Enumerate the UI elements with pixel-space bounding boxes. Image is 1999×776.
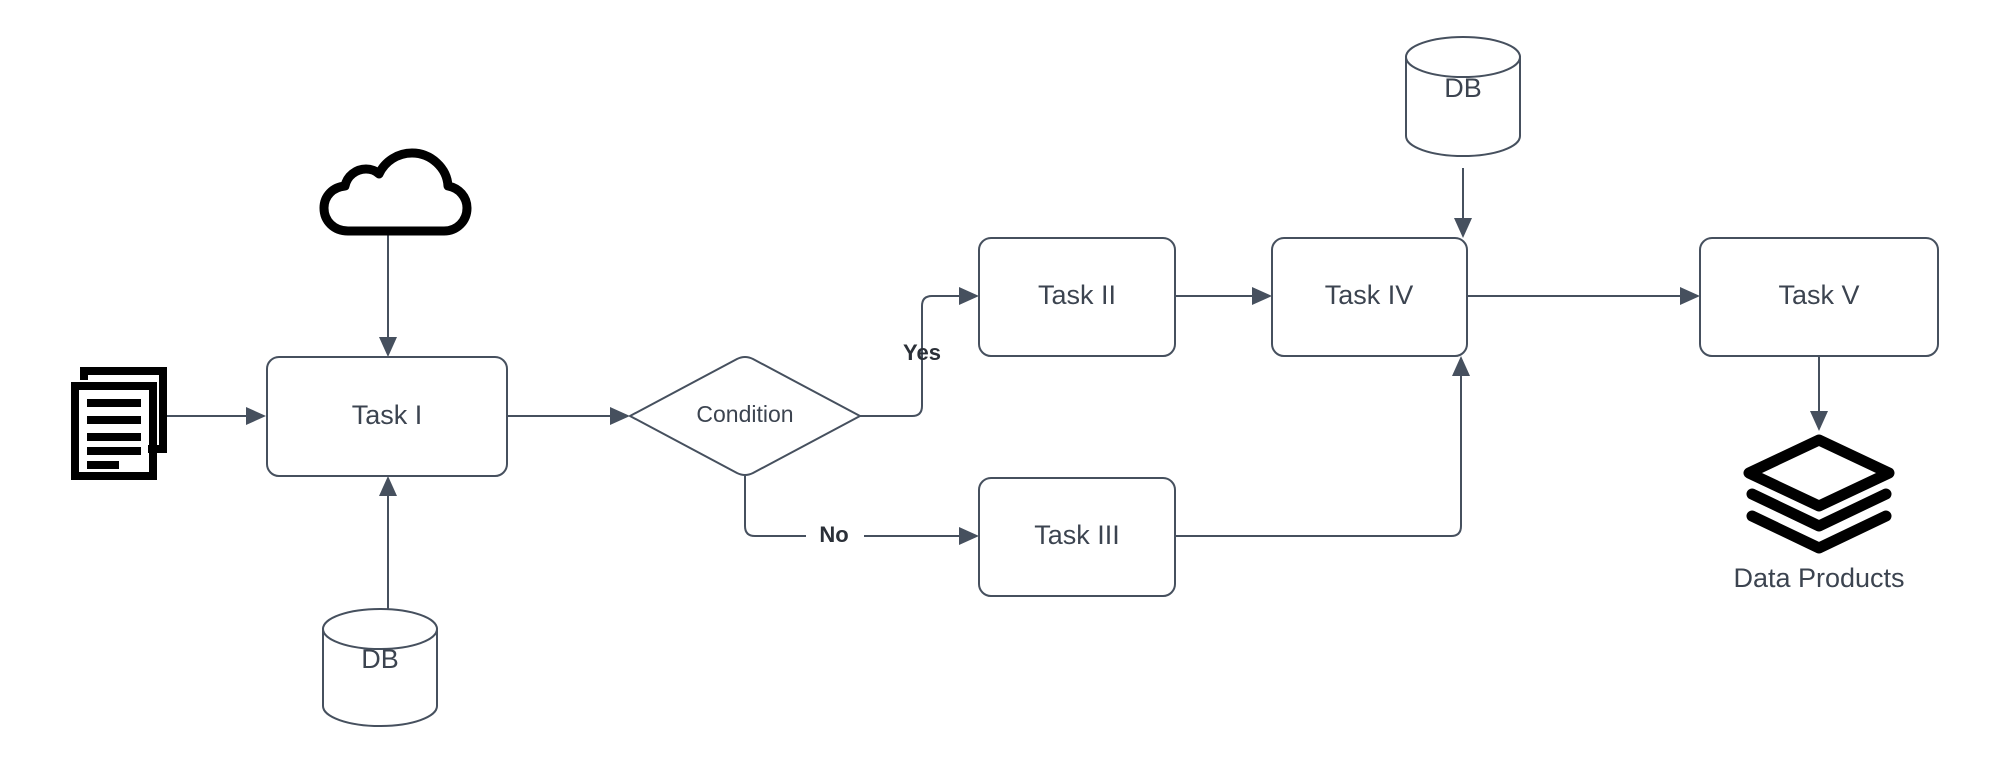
arrow-head-icon <box>1810 411 1828 431</box>
arrow-head-icon <box>959 287 979 305</box>
edge-documents-to-task1 <box>165 407 266 425</box>
edge-line <box>744 476 963 537</box>
documents-icon <box>71 367 167 480</box>
edge-cloud-to-task1 <box>379 232 397 357</box>
node-task4[interactable]: Task IV <box>1271 237 1468 357</box>
no-label-mask <box>806 522 864 550</box>
condition-diamond[interactable] <box>629 356 861 476</box>
task5-box[interactable] <box>1699 237 1939 357</box>
node-task3[interactable]: Task III <box>978 477 1176 597</box>
edge-condition-yes-to-task2 <box>860 287 979 417</box>
arrow-head-icon <box>1680 287 1700 305</box>
edge-task1-to-condition <box>507 407 630 425</box>
task1-box[interactable] <box>266 356 508 477</box>
arrow-head-icon <box>1252 287 1272 305</box>
edge-task3-to-task4 <box>1175 356 1470 537</box>
arrow-head-icon <box>246 407 266 425</box>
data-products-label: Data Products <box>1733 563 1904 593</box>
layers-icon <box>1743 434 1895 554</box>
edge-line <box>860 295 963 417</box>
arrow-head-icon <box>959 527 979 545</box>
condition-label: Condition <box>696 401 793 427</box>
edge-task5-to-products <box>1810 356 1828 431</box>
database-top: DB <box>1405 36 1521 157</box>
task2-box[interactable] <box>978 237 1176 357</box>
database-left: DB <box>322 608 438 727</box>
task2-label: Task II <box>1038 280 1116 310</box>
edge-condition-no-to-task3 <box>744 476 979 545</box>
database-top-label: DB <box>1444 73 1482 103</box>
task4-label: Task IV <box>1325 280 1414 310</box>
database-left-label: DB <box>361 644 399 674</box>
arrow-head-icon <box>1452 356 1470 376</box>
arrow-head-icon <box>379 476 397 496</box>
edge-label-no-text: No <box>819 522 848 547</box>
edge-task4-to-task5 <box>1467 287 1700 305</box>
node-task5[interactable]: Task V <box>1699 237 1939 357</box>
task4-box[interactable] <box>1271 237 1468 357</box>
edge-label-yes: Yes <box>903 340 941 365</box>
task1-label: Task I <box>352 400 423 430</box>
node-condition[interactable]: Condition <box>629 356 861 476</box>
task3-box[interactable] <box>978 477 1176 597</box>
task3-label: Task III <box>1034 520 1120 550</box>
edge-db-top-to-task4 <box>1454 168 1472 238</box>
cloud-icon <box>319 148 472 236</box>
node-task2[interactable]: Task II <box>978 237 1176 357</box>
task5-label: Task V <box>1778 280 1859 310</box>
arrow-head-icon <box>379 337 397 357</box>
arrow-head-icon <box>1454 218 1472 238</box>
edge-db-left-to-task1 <box>379 476 397 614</box>
node-task1[interactable]: Task I <box>266 356 508 477</box>
edge-line <box>1175 372 1462 537</box>
arrow-head-icon <box>610 407 630 425</box>
edge-task2-to-task4 <box>1175 287 1272 305</box>
data-products: Data Products <box>1733 434 1905 593</box>
